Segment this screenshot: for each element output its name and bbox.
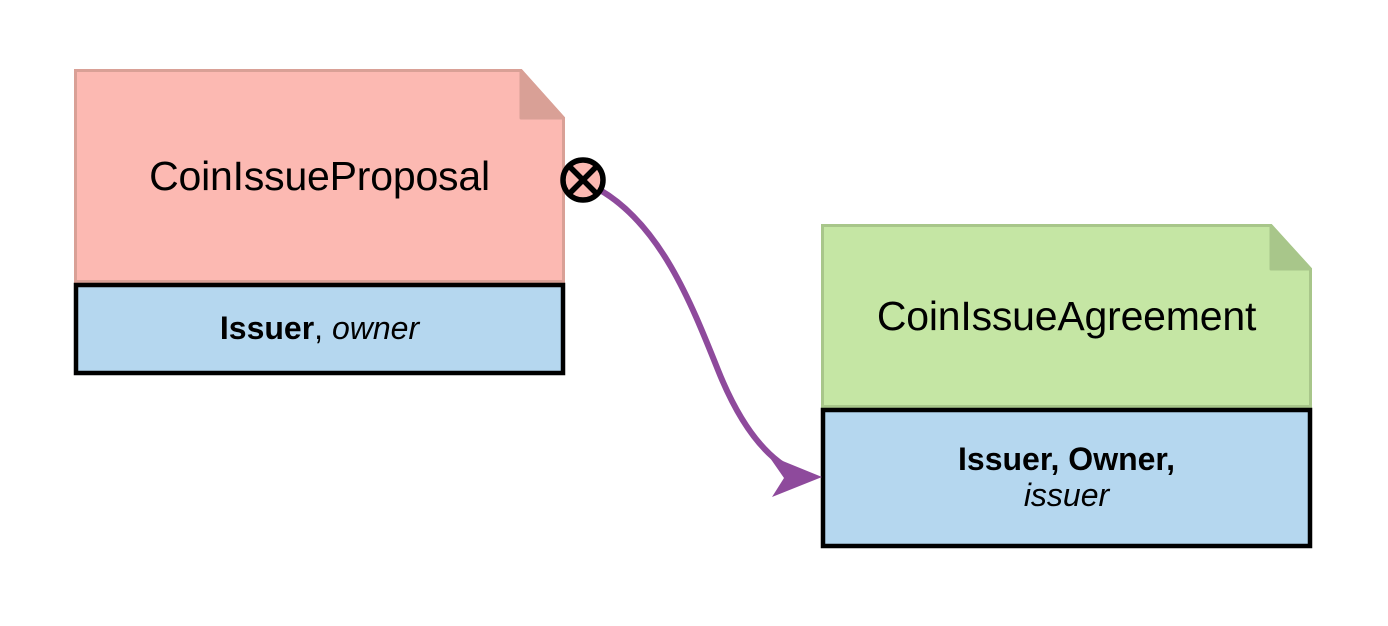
agreement-title-label: CoinIssueAgreement <box>876 292 1257 339</box>
connector-curve <box>597 187 803 477</box>
proposal-role-separator: , <box>314 310 332 347</box>
circle-cross-stroke-b <box>567 164 599 196</box>
circle-cross-outline <box>560 157 606 203</box>
agreement-role-italic: issuer <box>1023 477 1110 513</box>
proposal-title-label: CoinIssueProposal <box>149 152 490 199</box>
proposal-role-bold: Issuer <box>219 310 315 347</box>
agreement-roles-label: Issuer, Owner,issuer <box>823 410 1310 546</box>
proposal-roles-label: Issuer, owner <box>76 285 563 373</box>
circle-cross-icon[interactable] <box>560 157 606 203</box>
connector-arrowhead-icon <box>768 455 822 497</box>
connector-proposal-to-agreement[interactable] <box>597 187 822 497</box>
agreement-role-bold: Issuer, Owner, <box>958 441 1175 478</box>
proposal-role-italic: owner <box>331 310 420 347</box>
circle-cross-stroke-a <box>567 164 599 196</box>
